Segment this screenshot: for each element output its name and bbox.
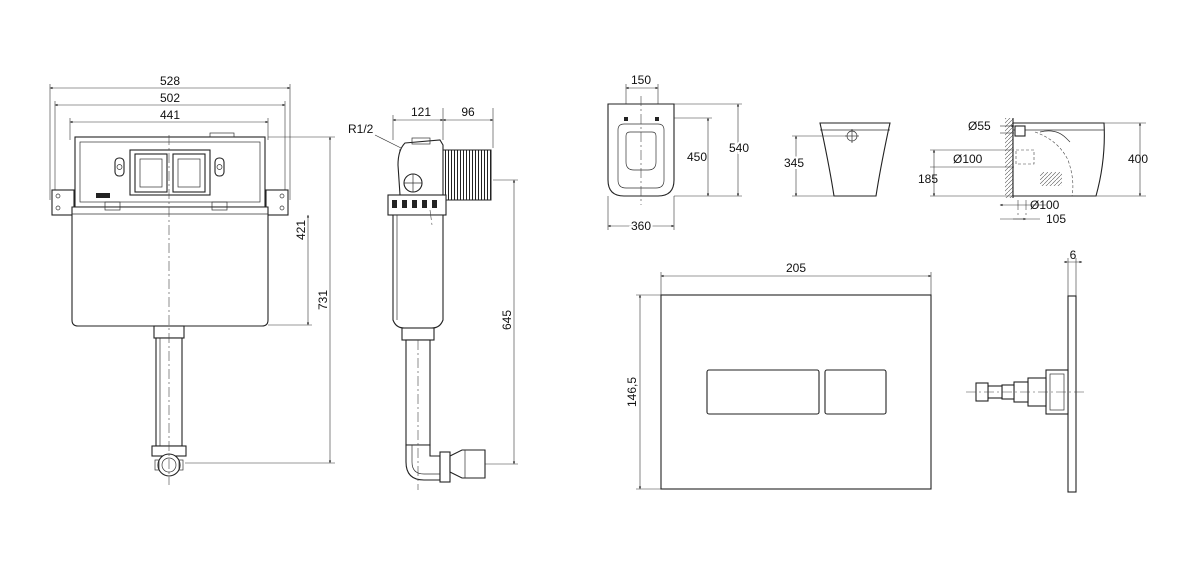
centerline-diag xyxy=(429,209,433,226)
flush-opening-right-inner xyxy=(177,158,201,188)
dim-label-inlet-dia: Ø55 xyxy=(968,119,991,133)
wc-top-seat xyxy=(617,123,665,189)
side-outlet-joint xyxy=(439,451,451,483)
bracket-left-hole xyxy=(55,205,61,211)
side-pipe-bend xyxy=(405,444,441,481)
cistern-body xyxy=(71,206,269,327)
dim-label-frame-depth: 96 xyxy=(461,105,475,119)
dim-label-length: 540 xyxy=(729,141,749,155)
flush-button-small xyxy=(706,369,820,415)
dim-label-total-width: 528 xyxy=(160,74,180,88)
wc-side-spigot xyxy=(1015,149,1035,165)
side-outlet-collar xyxy=(401,327,435,341)
flush-opening-left xyxy=(134,153,168,193)
wc-side-view: Ø55 Ø100 185 400 Ø100 105 xyxy=(918,118,1148,226)
wc-front-view: 345 xyxy=(782,122,891,197)
frame-ribbed-section xyxy=(442,149,492,201)
wc-fixing-hole-right xyxy=(655,117,659,121)
slot-left-screw xyxy=(116,164,123,170)
wc-side-trap xyxy=(1034,131,1074,197)
side-top-cap xyxy=(411,137,431,145)
dim-label-spigot-height: 185 xyxy=(918,172,938,186)
wc-front-outline xyxy=(819,122,891,197)
side-cistern-body xyxy=(392,214,444,329)
dim-label-bracket-width: 502 xyxy=(160,91,180,105)
dim-label-plate-depth: 6 xyxy=(1070,248,1077,262)
dim-label-inner-length: 450 xyxy=(687,150,707,164)
slot-left xyxy=(114,157,125,177)
flush-button-large xyxy=(824,369,887,415)
dim-label-spigot-dia: Ø100 xyxy=(953,152,983,166)
wc-top-view: 150 450 540 360 xyxy=(607,73,751,235)
flush-plate-front-view: 205 146,5 xyxy=(625,261,932,490)
bracket-right-hole xyxy=(279,205,285,211)
flush-opening-right xyxy=(172,153,206,193)
band-bolts xyxy=(392,200,437,208)
side-outlet-pipe xyxy=(405,339,431,446)
flush-plate-side-view: 6 xyxy=(966,248,1085,493)
wc-side-bowl-curve xyxy=(1039,130,1071,143)
side-outlet-fitting xyxy=(449,449,486,479)
dim-label-depth: 121 xyxy=(411,105,431,119)
fitting-nut-right xyxy=(178,459,184,471)
flush-opening-left-inner xyxy=(139,158,163,188)
dim-label-width: 360 xyxy=(631,219,651,233)
clip-right xyxy=(211,201,228,211)
wc-side-inlet xyxy=(1014,125,1026,137)
dim-label-thread: R1/2 xyxy=(348,122,374,136)
leader-thread xyxy=(374,134,406,151)
dim-label-outlet-offset: 105 xyxy=(1046,212,1066,226)
wc-top-bowl xyxy=(625,131,657,171)
dim-label-height: 400 xyxy=(1128,152,1148,166)
cistern-side-view: R1/2 121 96 xyxy=(348,105,518,490)
dim-label-hole-spacing: 150 xyxy=(631,73,651,87)
slot-right xyxy=(214,157,225,177)
flush-plate xyxy=(660,294,932,490)
dim-label-plate-width: 205 xyxy=(786,261,806,275)
plate-side-profile xyxy=(1067,295,1077,493)
flush-opening xyxy=(129,149,211,196)
dim-label-plate-height: 146,5 xyxy=(625,377,639,407)
dim-label-outlet-height: 645 xyxy=(500,310,514,330)
dim-label-total-height: 731 xyxy=(316,290,330,310)
dim-label-outlet-dia: Ø100 xyxy=(1030,198,1060,212)
bracket-right-hole xyxy=(279,193,285,199)
wall-hatch xyxy=(1005,118,1013,198)
dim-label-body-width: 441 xyxy=(160,108,180,122)
bracket-left-hole xyxy=(55,193,61,199)
side-pipe-bend-inner xyxy=(411,445,440,475)
dim-label-body-height: 421 xyxy=(294,220,308,240)
dim-label-height: 345 xyxy=(784,156,804,170)
bracket-left xyxy=(51,189,75,216)
cistern-front-view: 528 502 441 xyxy=(49,74,335,485)
cistern-top-inner xyxy=(79,141,261,203)
water-level xyxy=(1040,172,1062,186)
slot-right-screw xyxy=(216,164,223,170)
bracket-right xyxy=(265,189,289,216)
wc-fixing-hole-left xyxy=(624,117,628,121)
clip-left xyxy=(104,201,121,211)
brand-logo-mark xyxy=(96,193,110,198)
fitting-nut-left xyxy=(154,459,160,471)
cistern-top-tab xyxy=(209,132,235,138)
